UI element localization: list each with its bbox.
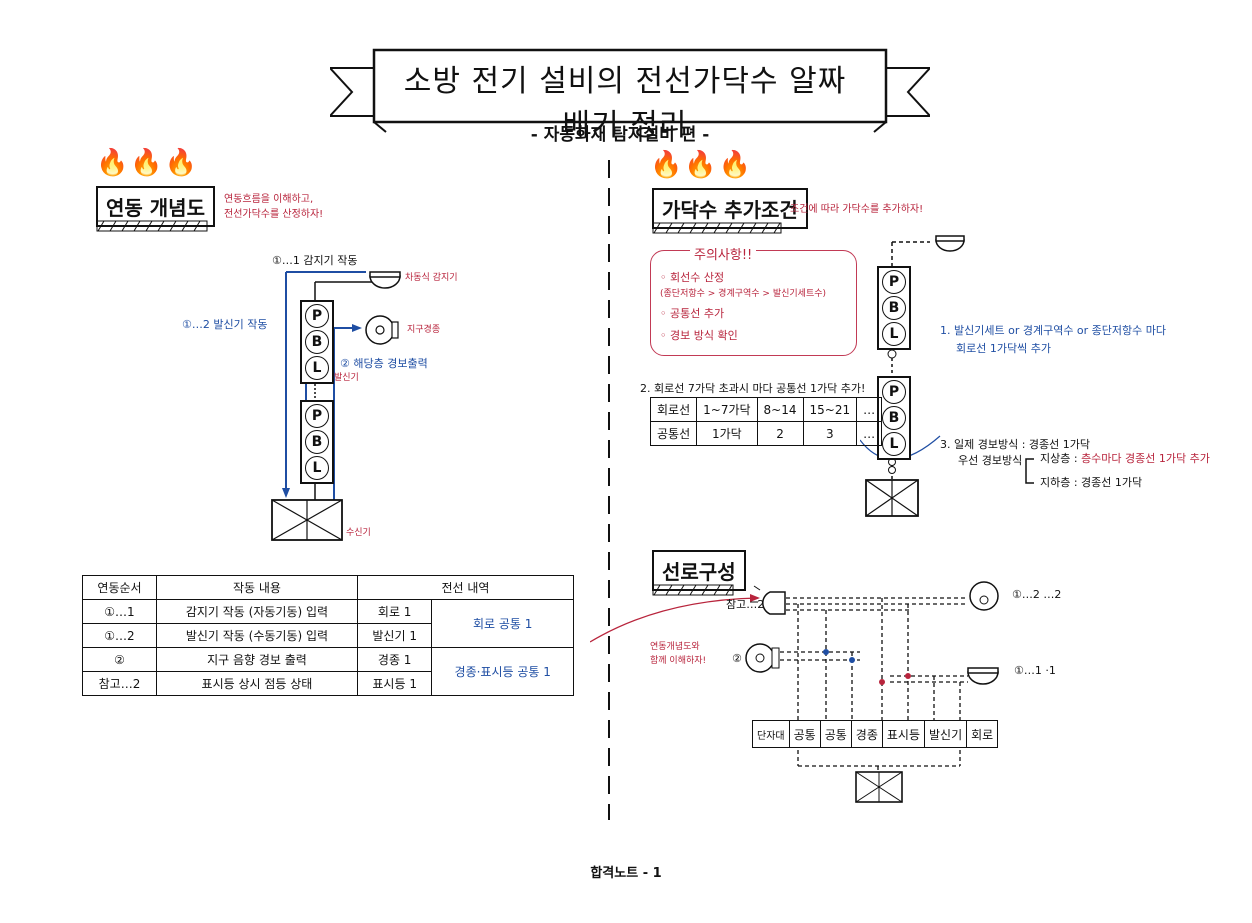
section-title-hatch	[652, 222, 782, 234]
interlock-table: 연동순서 작동 내용 전선 내역 ①…1 감지기 작동 (자동기동) 입력 회로…	[82, 575, 575, 696]
condition-3-priority: 우선 경보방식	[958, 454, 1023, 467]
wiring-top-right-label: ①…2 …2	[1012, 588, 1062, 601]
page-footer: 합격노트 - 1	[590, 866, 662, 881]
left-section-note: 연동흐름을 이해하고, 전선가닥수를 산정하자!	[224, 194, 324, 220]
right-section-note: 조건에 따라 가닥수를 추가하자!	[790, 204, 924, 215]
label-bell: 지구경종	[407, 325, 441, 335]
fire-icon: 🔥🔥🔥	[96, 148, 200, 178]
section-title-hatch	[96, 220, 208, 232]
wiring-mid-right-label: ①…1 ·1	[1014, 664, 1056, 677]
terminal-cell: 발신기	[924, 720, 968, 748]
title-banner	[330, 48, 930, 133]
caution-title: 주의사항!!	[690, 244, 757, 263]
table-row: 참고…2 표시등 상시 점등 상태 표시등 1	[82, 671, 574, 696]
table-header: 작동 내용	[155, 575, 358, 600]
interlock-diagram	[271, 271, 401, 541]
common-wire-1: 회로 공통 1	[431, 599, 574, 648]
wiring-stack-diagram	[860, 235, 965, 517]
label-transmitter-op: ①…2 발신기 작동	[182, 318, 268, 331]
terminal-cell: 공통	[788, 720, 821, 748]
terminal-cell: 공통	[819, 720, 852, 748]
terminal-cell: 경종	[850, 720, 883, 748]
table-row: ② 지구 음향 경보 출력 경종 1 경종·표시등 공통 1	[82, 647, 574, 696]
wiring-ref-label: 참고…2	[726, 598, 765, 611]
fire-icon: 🔥🔥🔥	[650, 150, 754, 180]
table-row: ①…2 발신기 작동 (수동기동) 입력 발신기 1	[82, 623, 574, 648]
condition-3: 3. 일제 경보방식 : 경종선 1가닥	[940, 438, 1091, 451]
wiring-diagram	[590, 581, 999, 803]
condition-1: 1. 발신기세트 or 경계구역수 or 종단저항수 마다 회로선 1가닥씩 추…	[940, 324, 1167, 355]
right-section-title: 가닥수 추가조건	[652, 188, 808, 229]
transmitter-set-lower-right: P B L	[877, 376, 911, 460]
condition-2-title: 2. 회로선 7가닥 초과시 마다 공통선 1가닥 추가!	[640, 382, 866, 395]
label-transmitter: 발신기	[334, 373, 359, 383]
terminal-cell: 표시등	[881, 720, 926, 748]
label-detector-op: ①…1 감지기 작동	[272, 254, 358, 267]
caution-list: ◦ 회선수 산정 (종단저항수 > 경계구역수 > 발신기세트수) ◦ 공통선 …	[660, 271, 827, 342]
wiring-section-title: 선로구성	[652, 550, 746, 591]
transmitter-set-upper: P B L	[300, 300, 334, 384]
condition-3-above: 지상층 : 층수마다 경종선 1가닥 추가	[1040, 452, 1210, 465]
transmitter-set-lower: P B L	[300, 400, 334, 484]
terminal-label: 단자대	[752, 720, 790, 748]
wiring-note: 연동개념도와 함께 이해하자!	[650, 642, 707, 666]
left-section-title: 연동 개념도	[96, 186, 215, 227]
page-subtitle: - 자동화재 탐지설비 편 -	[530, 125, 710, 145]
bracket	[1025, 458, 1034, 484]
table-row: ①…1 감지기 작동 (자동기동) 입력 회로 1 회로 공통 1	[82, 599, 574, 648]
table-header: 연동순서	[82, 575, 157, 600]
label-detector: 차동식 감지기	[405, 273, 458, 283]
common-wire-2: 경종·표시등 공통 1	[431, 647, 574, 696]
section-title-hatch	[652, 584, 734, 596]
terminal-block: 단자대 공통 공통 경종 표시등 발신기 회로	[752, 720, 999, 748]
condition-3-below: 지하층 : 경종선 1가닥	[1040, 476, 1143, 489]
transmitter-set-upper-right: P B L	[877, 266, 911, 350]
terminal-cell: 회로	[966, 720, 999, 748]
page-title: 소방 전기 설비의 전선가닥수 알짜배기 정리	[403, 64, 847, 143]
label-alarm-output: ② 해당층 경보출력	[340, 357, 428, 370]
label-receiver: 수신기	[346, 528, 371, 538]
wiring-alarm-label: ②	[732, 652, 742, 665]
table-header: 전선 내역	[356, 575, 575, 600]
